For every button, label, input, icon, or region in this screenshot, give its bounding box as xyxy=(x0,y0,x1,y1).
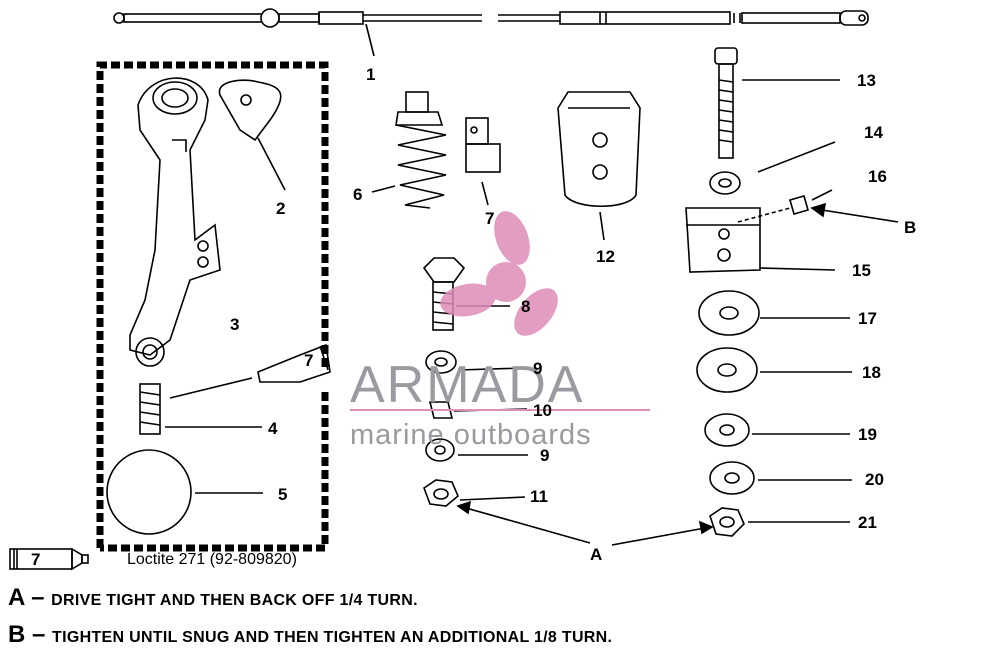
callout-14: 14 xyxy=(864,123,883,142)
callout-19: 19 xyxy=(858,425,877,444)
part-20-washer xyxy=(709,461,852,495)
callout-7: 7 xyxy=(485,209,494,228)
callout-9-lower: 9 xyxy=(540,446,549,465)
arrow-a-to-21 xyxy=(611,520,714,546)
callout-16: 16 xyxy=(868,167,887,186)
loctite-legend-text: Loctite 271 (92-809820) xyxy=(127,551,297,568)
part-7-clip xyxy=(465,117,501,206)
watermark-propeller-icon xyxy=(440,211,558,336)
callout-18: 18 xyxy=(862,363,881,382)
part-2-retainer xyxy=(218,79,286,191)
arrow-a-to-11 xyxy=(456,500,591,544)
note-b-dash: – xyxy=(25,621,53,648)
callout-12: 12 xyxy=(596,247,615,266)
callout-9: 9 xyxy=(533,359,542,378)
part-11-locknut xyxy=(423,479,526,507)
callout-8: 8 xyxy=(521,297,530,316)
callout-20: 20 xyxy=(865,470,884,489)
arrow-b-to-16 xyxy=(810,202,899,223)
letter-a-callout: A xyxy=(590,545,602,564)
part-6-boot xyxy=(371,91,447,209)
part-3-lever xyxy=(129,77,221,367)
note-b: B – TIGHTEN UNTIL SNUG AND THEN TIGHTEN … xyxy=(8,621,612,649)
part-1-cable xyxy=(113,8,869,57)
part-5-disc xyxy=(106,449,263,535)
part-9-washer-lower xyxy=(425,438,528,462)
callout-11: 11 xyxy=(530,487,548,506)
callout-15: 15 xyxy=(852,261,871,280)
part-19-washer xyxy=(704,413,850,447)
callout-13: 13 xyxy=(857,71,876,90)
watermark-brand: ARMADA xyxy=(350,356,584,414)
callout-21: 21 xyxy=(858,513,877,532)
callout-2: 2 xyxy=(276,199,285,218)
callout-6: 6 xyxy=(353,185,362,204)
part-17-washer xyxy=(698,290,850,336)
note-a-letter: A xyxy=(8,584,25,611)
part-4-spring xyxy=(139,383,262,435)
note-a-text: DRIVE TIGHT AND THEN BACK OFF 1/4 TURN. xyxy=(51,592,418,609)
callout-4: 4 xyxy=(268,419,278,438)
loctite-tube xyxy=(169,343,331,399)
note-b-letter: B xyxy=(8,621,26,648)
part-12-cover xyxy=(557,91,641,241)
note-b-text: TIGHTEN UNTIL SNUG AND THEN TIGHTEN AN A… xyxy=(52,629,613,646)
callout-10: 10 xyxy=(533,401,552,420)
part-21-locknut xyxy=(709,507,850,537)
callout-1: 1 xyxy=(366,65,375,84)
part-14-washer xyxy=(709,141,836,195)
legend-loctite-tube xyxy=(9,547,89,571)
letter-b-callout: B xyxy=(904,218,916,237)
callout-5: 5 xyxy=(278,485,287,504)
callout-17: 17 xyxy=(858,309,877,328)
part-15-block xyxy=(685,207,836,273)
assembly-boundary xyxy=(96,61,329,552)
part-9-washer-upper xyxy=(425,350,526,374)
part-13-screw xyxy=(714,47,840,159)
watermark-tagline: marine outboards xyxy=(350,419,592,451)
callout-7-tube: 7 xyxy=(304,351,313,370)
callout-3: 3 xyxy=(230,315,239,334)
note-a-dash: – xyxy=(24,584,52,611)
part-16-set-screw xyxy=(789,189,833,215)
note-a: A – DRIVE TIGHT AND THEN BACK OFF 1/4 TU… xyxy=(8,584,418,612)
legend-tube-label: 7 xyxy=(31,550,40,569)
part-18-washer xyxy=(696,347,852,393)
